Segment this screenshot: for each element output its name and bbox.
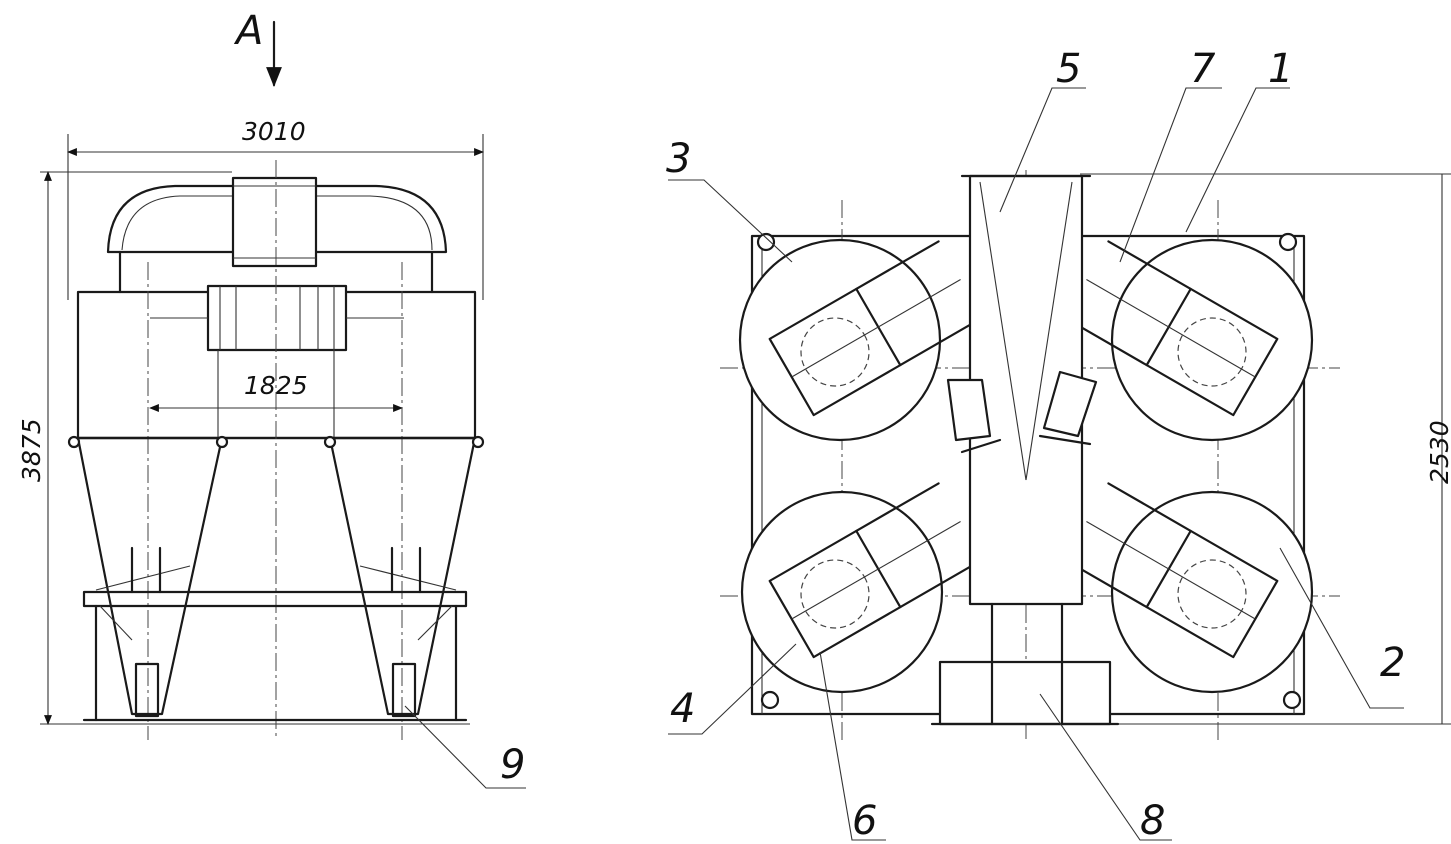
callout-1: 1 — [1185, 46, 1293, 233]
callout-label-1: 1 — [1268, 46, 1293, 92]
plan-view: 2530 — [666, 46, 1451, 844]
left-dust-outlet — [134, 662, 160, 718]
callout-label-8: 8 — [1140, 798, 1165, 844]
dimension-label-3875: 3875 — [17, 418, 46, 482]
right-cone — [328, 436, 477, 716]
dimension-2530: 2530 — [1080, 173, 1451, 725]
callout-7: 7 — [1119, 46, 1222, 263]
inlet-flange — [206, 284, 348, 352]
callout-label-2: 2 — [1380, 640, 1405, 686]
callout-label-4: 4 — [670, 686, 695, 732]
right-dust-outlet — [391, 662, 417, 718]
dimension-label-3010: 3010 — [242, 117, 306, 146]
callout-2: 2 — [1279, 547, 1405, 709]
dimension-3010: 3010 — [67, 117, 484, 300]
callout-label-5: 5 — [1056, 46, 1081, 92]
dimension-label-2530: 2530 — [1425, 420, 1451, 484]
outlet-duct — [938, 660, 1112, 726]
support-frame — [82, 590, 468, 608]
callout-6: 6 — [819, 651, 886, 844]
dimension-3875: 3875 — [17, 171, 470, 725]
outlet-hood — [106, 184, 448, 254]
callout-label-6: 6 — [852, 798, 877, 844]
outlet-flange — [231, 176, 318, 268]
callout-3: 3 — [666, 136, 793, 263]
view-arrow-a: A — [233, 8, 282, 87]
left-cone — [76, 436, 224, 716]
callout-label-9: 9 — [500, 742, 525, 788]
callout-label-7: 7 — [1190, 46, 1216, 92]
view-label-a: A — [233, 8, 263, 54]
callout-8: 8 — [1039, 693, 1172, 844]
callout-label-3: 3 — [666, 136, 691, 182]
callout-5: 5 — [999, 46, 1086, 213]
front-view: A 3010 3875 — [17, 8, 526, 789]
callout-9: 9 — [404, 705, 526, 789]
callout-4: 4 — [668, 643, 797, 735]
